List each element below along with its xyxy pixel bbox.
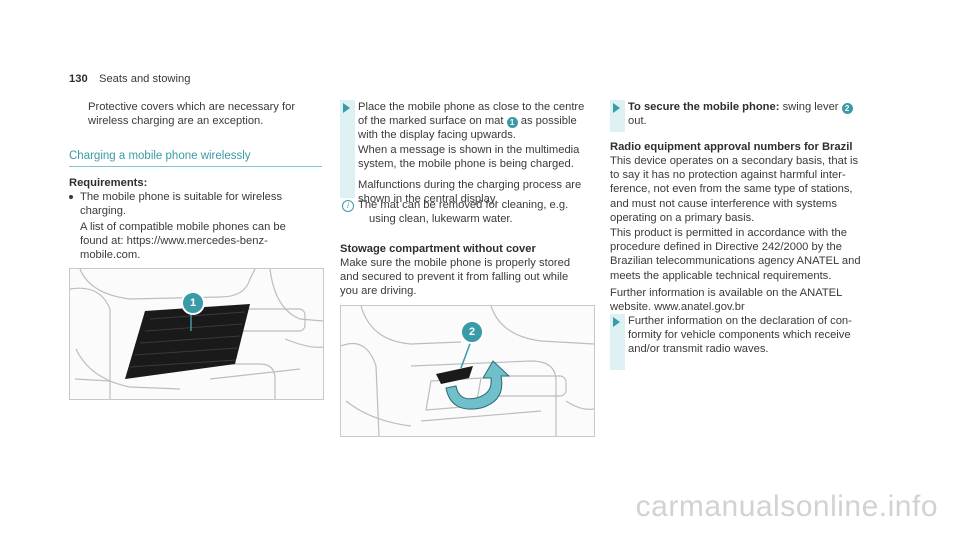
brazil-heading: Radio equipment approval numbers for Bra… [610,141,853,153]
intro-paragraph: Protective covers which are necessary fo… [88,100,295,128]
note-line: A list of compatible mobile phones can b… [80,221,286,233]
para-line: and must not cause interference with sys… [610,197,837,210]
step-bar [610,314,625,370]
para-line: meets the applicable technical requireme… [610,269,832,282]
brazil-paragraph-1: This device operates on a secondary basi… [610,154,858,225]
step-bar [340,100,355,198]
step-line: Malfunctions during the charging process… [358,179,582,192]
bullet-line: The mobile phone is suitable for wireles… [80,191,283,203]
compatibility-note: A list of compatible mobile phones can b… [80,220,286,263]
swing-arrow-icon [445,360,511,410]
figure-charging-mat: 1 [69,268,324,400]
charging-mat [125,304,250,379]
watermark: carmanualsonline.info [635,490,938,523]
para-line: Further information is available on the … [610,287,843,299]
brazil-paragraph-3: Further information is available on the … [610,286,842,314]
step-line: formity for vehicle components which rec… [628,329,851,342]
figure-marker-2: 2 [460,320,484,344]
step-declaration: Further information on the declaration o… [628,314,852,357]
intro-line: wireless charging are an exception. [88,115,264,128]
lever [436,366,473,384]
para-line: Make sure the mobile phone is properly s… [340,257,571,269]
info-line: The mat can be removed for cleaning, e.g… [358,199,569,211]
bullet-dot [69,195,73,199]
stowage-paragraph: Make sure the mobile phone is properly s… [340,256,570,299]
para-line: and secured to prevent it from falling o… [340,271,569,284]
step-line: shown in the central display. [358,193,498,206]
step-text: of the marked surface on mat [358,115,504,128]
figure-stowage-lever: 2 [340,305,595,437]
step-line: Place the mobile phone as close to the c… [358,101,585,113]
step-line: of the marked surface on mat 1 as possib… [358,114,584,129]
para-line: you are driving. [340,285,417,298]
stowage-illustration [341,306,594,436]
step-place-phone: Place the mobile phone as close to the c… [358,100,584,206]
note-line: mobile.com. [80,249,141,262]
step-line: with the display facing upwards. [358,129,516,142]
charging-mat-illustration [70,269,323,399]
step-arrow-icon [613,317,620,327]
page-number: 130 [69,73,88,85]
para-line: This device operates on a secondary basi… [610,155,859,167]
bullet-line: charging. [80,205,127,218]
para-line: operating on a primary basis. [610,211,755,224]
step-arrow-icon [613,103,620,113]
section-heading-wireless: Charging a mobile phone wirelessly [69,150,251,162]
para-line: Brazilian telecommunications agency ANAT… [610,255,861,268]
para-line: website. www.anatel.gov.br [610,301,745,314]
info-line: using clean, lukewarm water. [369,213,513,226]
para-line: ference, not even from the same type of … [610,183,853,196]
requirement-bullet: The mobile phone is suitable for wireles… [69,190,282,218]
step-line: To secure the mobile phone: swing lever … [628,100,853,114]
para-line: procedure defined in Directive 242/2000 … [610,241,842,254]
info-icon: i [342,200,354,212]
para-line: to say it has no protection against harm… [610,169,846,182]
heading-rule [69,166,322,167]
section-title: Seats and stowing [99,73,191,85]
para-line: This product is permitted in accordance … [610,227,847,239]
step-line: and/or transmit radio waves. [628,343,769,356]
step-secure-phone: To secure the mobile phone: swing lever … [628,100,853,128]
step-text: as possible [520,115,577,128]
note-line: found at: https://www.mercedes-benz- [80,235,268,248]
step-text: swing lever [782,101,839,113]
brazil-paragraph-2: This product is permitted in accordance … [610,226,861,283]
info-cleaning: The mat can be removed for cleaning, e.g… [358,198,568,226]
marker-1-icon: 1 [506,117,518,129]
stowage-heading: Stowage compartment without cover [340,243,536,255]
step-line: system, the mobile phone is being charge… [358,157,574,170]
step-line: out. [628,115,647,128]
step-bold: To secure the mobile phone: [628,101,780,113]
step-line: When a message is shown in the multimedi… [358,143,580,156]
step-arrow-icon [343,103,350,113]
intro-line: Protective covers which are necessary fo… [88,101,296,113]
step-line: Further information on the declaration o… [628,315,852,327]
marker-2-icon: 2 [841,103,853,114]
requirements-label: Requirements: [69,177,148,189]
figure-marker-1: 1 [181,291,205,315]
